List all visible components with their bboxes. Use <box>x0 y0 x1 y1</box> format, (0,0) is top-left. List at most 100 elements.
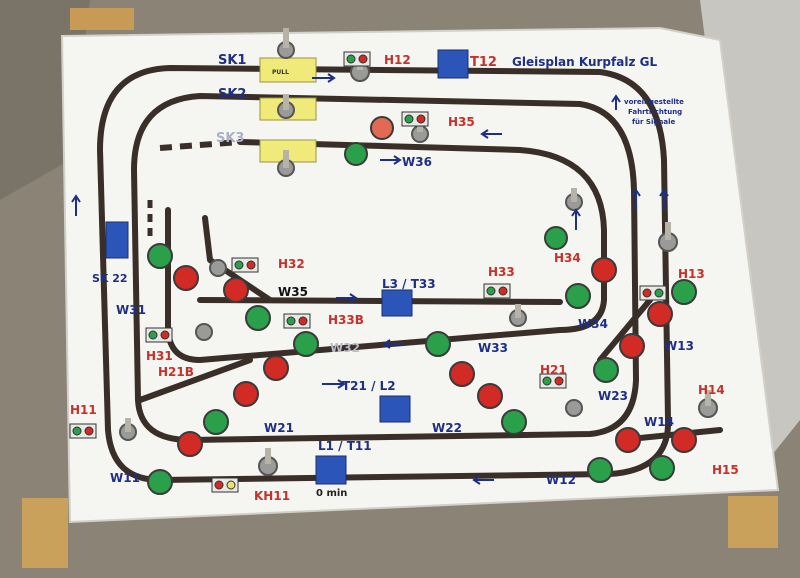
button-w34-green[interactable] <box>565 283 591 309</box>
track-middle-loop <box>131 93 639 443</box>
label-h13: H13 <box>678 267 705 281</box>
toggle-sk2[interactable] <box>277 94 295 119</box>
push-buttons <box>147 116 697 495</box>
button-w14-red[interactable] <box>671 427 697 453</box>
label-t12: T12 <box>470 55 497 70</box>
button-w34-red[interactable] <box>591 257 617 283</box>
button-w22-green[interactable] <box>501 409 527 435</box>
toggle-h33[interactable] <box>509 304 527 327</box>
toggle-h34[interactable] <box>565 188 583 211</box>
turnout-chips <box>105 49 469 485</box>
toggle-sk1[interactable] <box>277 28 295 59</box>
wood-block-bottom-right <box>728 496 778 548</box>
chip-l3-t33[interactable] <box>381 289 413 317</box>
button-w23-green[interactable] <box>593 357 619 383</box>
button-w21-green[interactable] <box>203 409 229 435</box>
label-h32: H32 <box>278 257 305 271</box>
button-w33-red[interactable] <box>449 361 475 387</box>
label-h21: H21 <box>540 363 567 377</box>
toggle-h11[interactable] <box>119 418 137 441</box>
label-w11: W11 <box>110 471 140 485</box>
wood-block-top-left <box>70 8 134 30</box>
button-w11-red[interactable] <box>177 431 203 457</box>
label-t21-l2: T21 / L2 <box>342 379 396 393</box>
track-crossover-w21 <box>137 357 253 403</box>
button-w12-green[interactable] <box>587 457 613 483</box>
track-inner-bottom <box>197 297 563 305</box>
button-w35-green[interactable] <box>245 305 271 331</box>
button-w34-green-top[interactable] <box>544 226 568 250</box>
button-w32-red[interactable] <box>263 355 289 381</box>
button-w31-red[interactable] <box>173 265 199 291</box>
label-w32: W32 <box>330 341 360 355</box>
toggle-h14[interactable] <box>698 390 718 418</box>
board-title: Gleisplan Kurpfalz GL <box>512 55 657 69</box>
sk1-module <box>259 57 317 83</box>
toggle-h13[interactable] <box>658 222 678 252</box>
label-l1-t11: L1 / T11 <box>318 439 372 453</box>
label-w33: W33 <box>478 341 508 355</box>
label-w12: W12 <box>546 473 576 487</box>
button-w31-green[interactable] <box>147 243 173 269</box>
button-w14-green[interactable] <box>649 455 675 481</box>
label-w14: W14 <box>644 415 674 429</box>
label-sk22: SK 22 <box>92 272 128 285</box>
button-w22-red[interactable] <box>477 383 503 409</box>
button-w33-green[interactable] <box>425 331 451 357</box>
toggle-kh11[interactable] <box>258 448 278 476</box>
button-w35-red[interactable] <box>223 277 249 303</box>
label-h33: H33 <box>488 265 515 279</box>
chip-t12[interactable] <box>437 49 469 79</box>
button-w36-red[interactable] <box>370 116 394 140</box>
button-w23-red[interactable] <box>619 333 645 359</box>
direction-note-2: Fahrtrichtung <box>628 108 682 116</box>
toggle-sk3[interactable] <box>277 150 295 177</box>
label-h14: H14 <box>698 383 725 397</box>
led-sockets <box>69 51 667 493</box>
direction-note-1: voreingestellte <box>624 98 684 106</box>
button-w12-red[interactable] <box>615 427 641 453</box>
label-h15: H15 <box>712 463 739 477</box>
button-w32-green[interactable] <box>293 331 319 357</box>
button-w13-red[interactable] <box>647 301 673 327</box>
button-w11-green[interactable] <box>147 469 173 495</box>
track-siding-left <box>202 215 273 303</box>
label-kh11: KH11 <box>254 489 290 503</box>
label-h34: H34 <box>554 251 581 265</box>
label-w13: W13 <box>664 339 694 353</box>
label-w21: W21 <box>264 421 294 435</box>
label-sk3: SK3 <box>216 131 244 146</box>
label-w31: W31 <box>116 303 146 317</box>
chip-sk22[interactable] <box>105 221 129 259</box>
direction-arrows <box>71 73 669 485</box>
direction-note-3: für Signale <box>632 118 675 126</box>
track-dashed-segment <box>159 139 241 151</box>
label-h11: H11 <box>70 403 97 417</box>
chip-l1-t11[interactable] <box>315 455 347 485</box>
button-w21-red[interactable] <box>233 381 259 407</box>
button-w36-green[interactable] <box>344 142 368 166</box>
label-min: 0 min <box>316 488 347 499</box>
chip-t21-l2[interactable] <box>379 395 411 423</box>
label-l3-t33: L3 / T33 <box>382 277 436 291</box>
button-w13-green[interactable] <box>671 279 697 305</box>
toggle-w23[interactable] <box>565 399 583 417</box>
wood-block-bottom-left <box>22 498 68 568</box>
label-w36: W36 <box>402 155 432 169</box>
track-inner-loop <box>165 139 607 363</box>
toggle-h32[interactable] <box>209 259 227 277</box>
label-h35: H35 <box>448 115 475 129</box>
label-sk2: SK2 <box>218 87 246 102</box>
label-h12: H12 <box>384 53 411 67</box>
label-sk1: SK1 <box>218 53 246 68</box>
label-h33b: H33B <box>328 313 364 327</box>
toggle-h31[interactable] <box>195 323 213 341</box>
label-w35: W35 <box>278 285 308 299</box>
track-crossover-w13 <box>597 297 653 363</box>
label-w22: W22 <box>432 421 462 435</box>
label-h21b: H21B <box>158 365 194 379</box>
label-w34: W34 <box>578 317 608 331</box>
label-h31: H31 <box>146 349 173 363</box>
label-w23: W23 <box>598 389 628 403</box>
